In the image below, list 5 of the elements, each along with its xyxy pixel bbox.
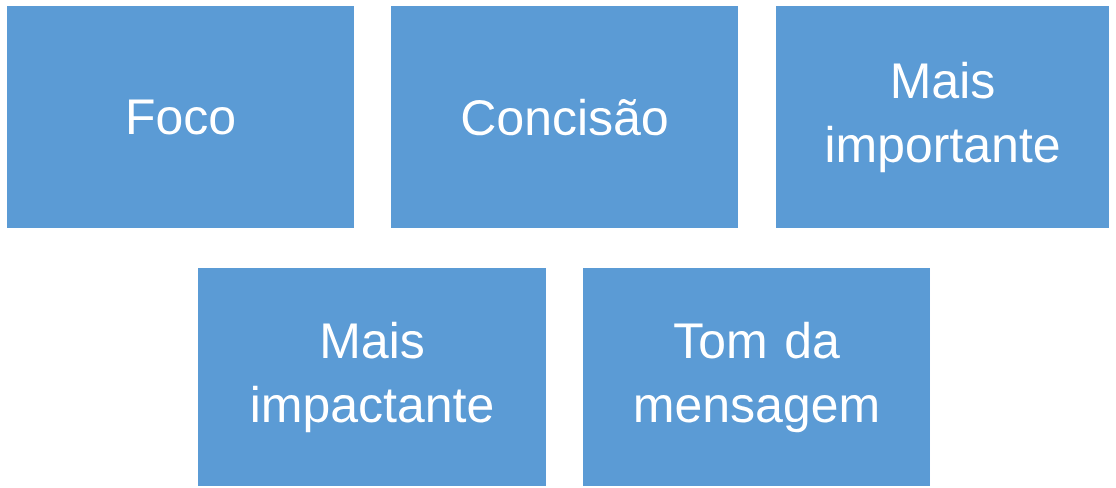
text-box: Tom da mensagem (583, 268, 930, 486)
text-box: Mais impactante (198, 268, 546, 486)
text-box: Mais importante (776, 6, 1109, 228)
text-box: Foco (7, 6, 354, 228)
text-box: Concisão (391, 6, 738, 228)
